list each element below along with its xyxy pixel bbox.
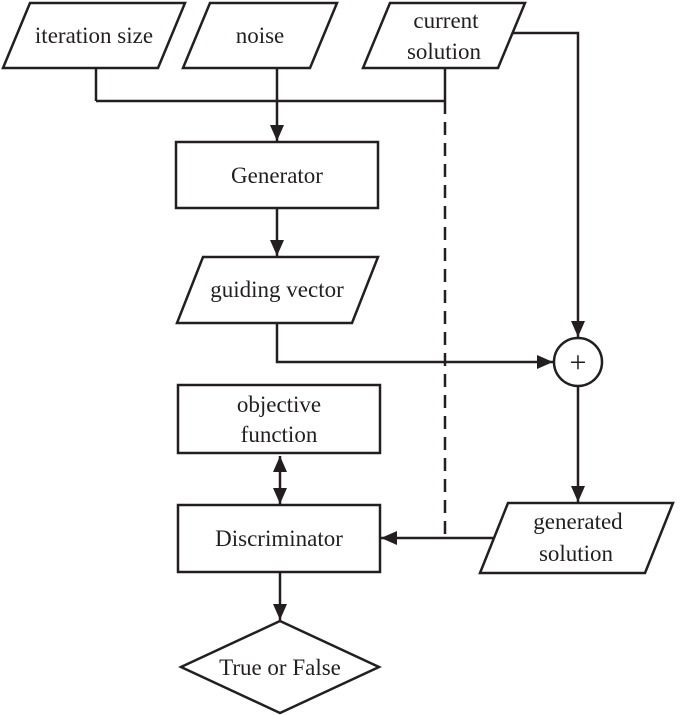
generator-label: Generator (231, 163, 323, 188)
guiding-vector-label: guiding vector (210, 277, 344, 302)
iteration-size-label: iteration size (35, 23, 153, 48)
noise-parallelogram (181, 1, 339, 70)
node-decision: True or False (178, 619, 382, 715)
decision-diamond (178, 619, 382, 715)
node-generated-solution: generated solution (478, 501, 675, 575)
discriminator-rect (176, 503, 382, 574)
edge-guiding-vector-to-sum (275, 323, 553, 369)
generated-solution-parallelogram (478, 501, 675, 575)
generated-solution-label-line1: generated (533, 509, 623, 534)
objective-function-label-line2: function (241, 422, 318, 447)
current-solution-label-line1: current (413, 8, 479, 33)
plus-sign: + (570, 346, 587, 379)
objective-function-label-line1: objective (237, 392, 321, 417)
node-current-solution: current solution (361, 1, 527, 70)
node-discriminator: Discriminator (176, 503, 382, 574)
discriminator-label: Discriminator (215, 526, 343, 551)
noise-label: noise (236, 23, 285, 48)
node-generator: Generator (174, 140, 380, 210)
iteration-size-parallelogram (1, 1, 187, 70)
guiding-vector-parallelogram (175, 255, 380, 325)
sum-junction-circle (552, 336, 604, 388)
node-guiding-vector: guiding vector (175, 255, 380, 325)
edge-current-solution-to-sum (512, 31, 585, 337)
objective-function-rect (176, 383, 382, 455)
node-iteration-size: iteration size (1, 1, 187, 70)
current-solution-label-line2: solution (407, 39, 482, 64)
node-noise: noise (181, 1, 339, 70)
decision-label: True or False (219, 655, 341, 680)
generated-solution-label-line2: solution (539, 541, 614, 566)
current-solution-parallelogram (361, 1, 527, 70)
node-objective-function: objective function (176, 383, 382, 455)
node-sum-junction: + (552, 336, 604, 388)
generator-rect (174, 140, 380, 210)
